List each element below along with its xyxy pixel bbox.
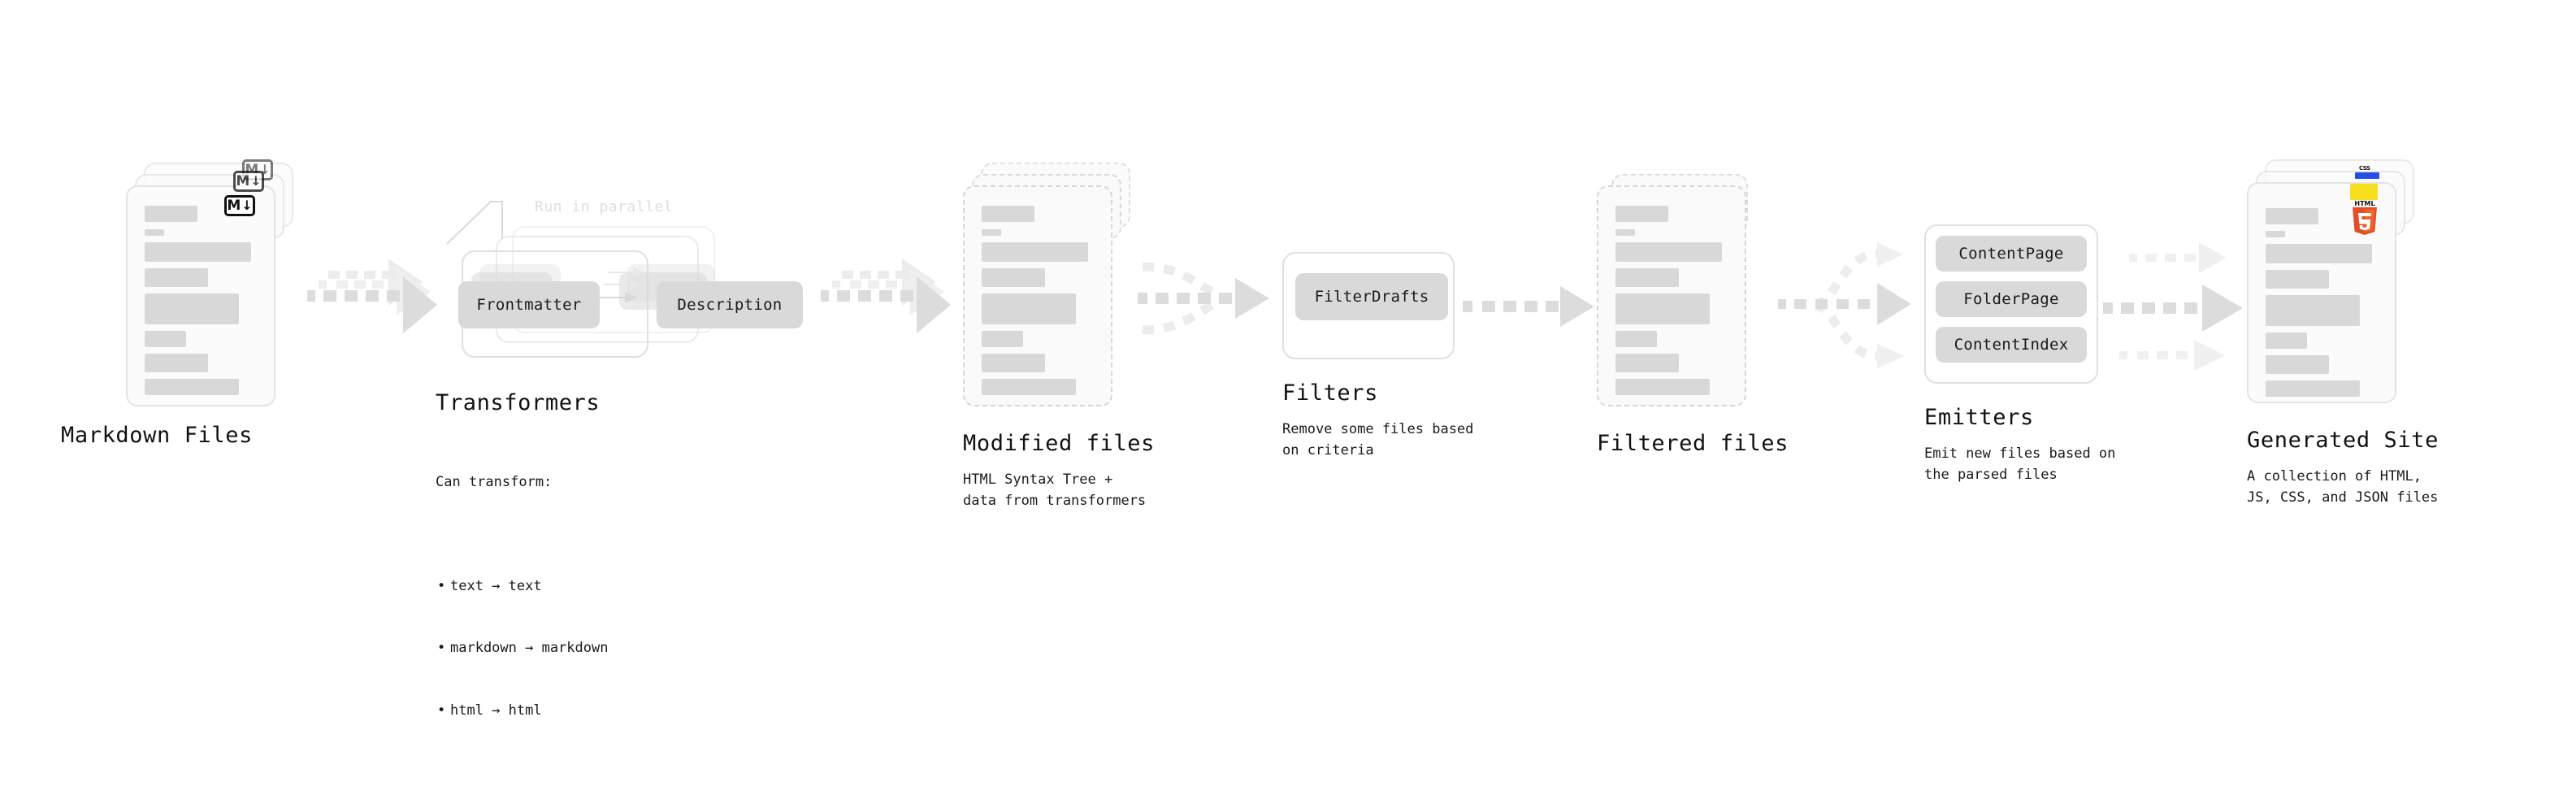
transformers-subtitle: Can transform: text → text markdown → ma… bbox=[436, 431, 608, 804]
skeleton-bar bbox=[145, 293, 239, 324]
skeleton-bar bbox=[1615, 379, 1710, 395]
skeleton-bar bbox=[1615, 229, 1635, 236]
chip-folderpage-label: FolderPage bbox=[1963, 290, 2059, 308]
list-item: text → text bbox=[437, 576, 608, 598]
run-in-parallel-label: Run in parallel bbox=[535, 198, 674, 215]
skeleton-bar bbox=[982, 206, 1034, 222]
list-item: html → html bbox=[437, 701, 608, 722]
js-icon bbox=[2350, 184, 2378, 200]
filters-group-box bbox=[1282, 252, 1455, 359]
skeleton-bar bbox=[2266, 208, 2318, 224]
stage-title-generated-site: Generated Site bbox=[2247, 428, 2439, 453]
skeleton-bar bbox=[982, 293, 1076, 324]
skeleton-bar bbox=[2266, 355, 2329, 374]
stage-title-markdown-files: Markdown Files bbox=[61, 423, 253, 448]
skeleton-bar bbox=[1615, 268, 1679, 287]
filtered-file-card-front bbox=[1597, 185, 1746, 406]
skeleton-bar bbox=[1615, 242, 1722, 262]
arrow-markdown-to-transformers bbox=[307, 259, 437, 333]
generated-site-subtitle: A collection of HTML, JS, CSS, and JSON … bbox=[2247, 468, 2439, 506]
chip-filterdrafts[interactable]: FilterDrafts bbox=[1295, 273, 1448, 320]
stage-generated-site: CSS HTML Generated Site A collection of … bbox=[2247, 159, 2438, 506]
stage-title-filtered-files: Filtered files bbox=[1597, 431, 1789, 456]
stage-modified-files: Modified files HTML Syntax Tree + data f… bbox=[963, 163, 1154, 509]
chip-folderpage[interactable]: FolderPage bbox=[1936, 281, 2087, 317]
arrow-modified-to-filters bbox=[1138, 262, 1269, 335]
skeleton-bar bbox=[982, 354, 1045, 372]
list-item: markdown → markdown bbox=[437, 638, 609, 659]
chip-description[interactable]: Description bbox=[657, 281, 803, 328]
stage-filtered-files: Filtered files bbox=[1597, 163, 1788, 456]
skeleton-bar bbox=[2266, 244, 2372, 263]
stage-markdown-files: M↓ M↓ M↓ Markdown Files bbox=[61, 159, 293, 448]
generated-site-card-front bbox=[2247, 182, 2396, 403]
skeleton-bar bbox=[1615, 354, 1679, 372]
skeleton-bar bbox=[2266, 270, 2329, 289]
markdown-icon-arrow: ↓ bbox=[241, 198, 253, 213]
skeleton-bar bbox=[145, 268, 208, 287]
emitters-group-box bbox=[1924, 224, 2098, 384]
skeleton-bar bbox=[2266, 332, 2307, 349]
chip-contentindex-label: ContentIndex bbox=[1954, 336, 2069, 354]
skeleton-bar bbox=[982, 379, 1076, 395]
chip-description-label: Description bbox=[677, 296, 783, 314]
markdown-file-stack: M↓ M↓ M↓ bbox=[126, 159, 293, 406]
markdown-icon: M↓ bbox=[233, 171, 264, 192]
chip-frontmatter-label: Frontmatter bbox=[476, 296, 582, 314]
skeleton-bar bbox=[1615, 206, 1668, 222]
skeleton-bar bbox=[145, 331, 186, 347]
chip-contentpage[interactable]: ContentPage bbox=[1936, 236, 2087, 272]
skeleton-bar bbox=[145, 229, 164, 236]
transformer-chip-connectors bbox=[595, 267, 644, 303]
skeleton-bar bbox=[1615, 331, 1657, 347]
css3-icon bbox=[2355, 172, 2379, 179]
run-in-parallel-leader bbox=[446, 201, 503, 245]
skeleton-bar bbox=[145, 206, 197, 222]
chip-contentpage-label: ContentPage bbox=[1958, 245, 2064, 263]
transformers-sub-lead: Can transform: bbox=[436, 474, 553, 490]
skeleton-bar bbox=[982, 331, 1023, 347]
arrow-emitters-to-site bbox=[2103, 242, 2243, 371]
skeleton-bar bbox=[2266, 380, 2360, 397]
stage-title-emitters: Emitters bbox=[1924, 405, 2034, 430]
transformers-bullet-list: text → text markdown → markdown html → h… bbox=[436, 535, 609, 763]
stage-title-transformers: Transformers bbox=[436, 390, 601, 415]
markdown-icon-arrow: ↓ bbox=[250, 173, 262, 189]
generated-site-stack: CSS HTML bbox=[2247, 159, 2414, 403]
html5-icon-label: HTML bbox=[2354, 200, 2375, 207]
html5-icon: HTML bbox=[2351, 200, 2379, 235]
skeleton-bar bbox=[982, 268, 1045, 287]
stage-title-filters: Filters bbox=[1282, 380, 1378, 406]
skeleton-bar bbox=[982, 229, 1001, 236]
arrow-transformers-to-modified bbox=[821, 259, 951, 333]
markdown-icon: M↓ bbox=[224, 195, 255, 216]
arrow-filters-to-filtered bbox=[1463, 286, 1594, 327]
skeleton-bar bbox=[145, 379, 239, 395]
markdown-icon-m: M bbox=[227, 197, 241, 214]
arrow-filtered-to-emitters bbox=[1778, 242, 1911, 368]
markdown-file-card-front bbox=[126, 185, 275, 406]
skeleton-bar bbox=[2266, 295, 2360, 326]
chip-contentindex[interactable]: ContentIndex bbox=[1936, 327, 2087, 363]
modified-files-subtitle: HTML Syntax Tree + data from transformer… bbox=[963, 472, 1147, 509]
css3-icon-label: CSS bbox=[2359, 165, 2370, 172]
chip-filterdrafts-label: FilterDrafts bbox=[1314, 288, 1429, 306]
skeleton-bar bbox=[145, 242, 251, 262]
filtered-file-stack bbox=[1597, 163, 1764, 406]
markdown-icon-m: M bbox=[236, 172, 250, 189]
stage-title-modified-files: Modified files bbox=[963, 431, 1155, 456]
skeleton-bar bbox=[982, 242, 1088, 262]
skeleton-bar bbox=[2266, 231, 2285, 237]
chip-frontmatter[interactable]: Frontmatter bbox=[458, 281, 600, 328]
skeleton-bar bbox=[145, 354, 208, 372]
modified-file-card-front bbox=[963, 185, 1112, 406]
skeleton-bar bbox=[1615, 293, 1710, 324]
modified-file-stack bbox=[963, 163, 1130, 406]
emitters-subtitle: Emit new files based on the parsed files bbox=[1924, 445, 2116, 483]
filters-subtitle: Remove some files based on criteria bbox=[1282, 421, 1474, 458]
